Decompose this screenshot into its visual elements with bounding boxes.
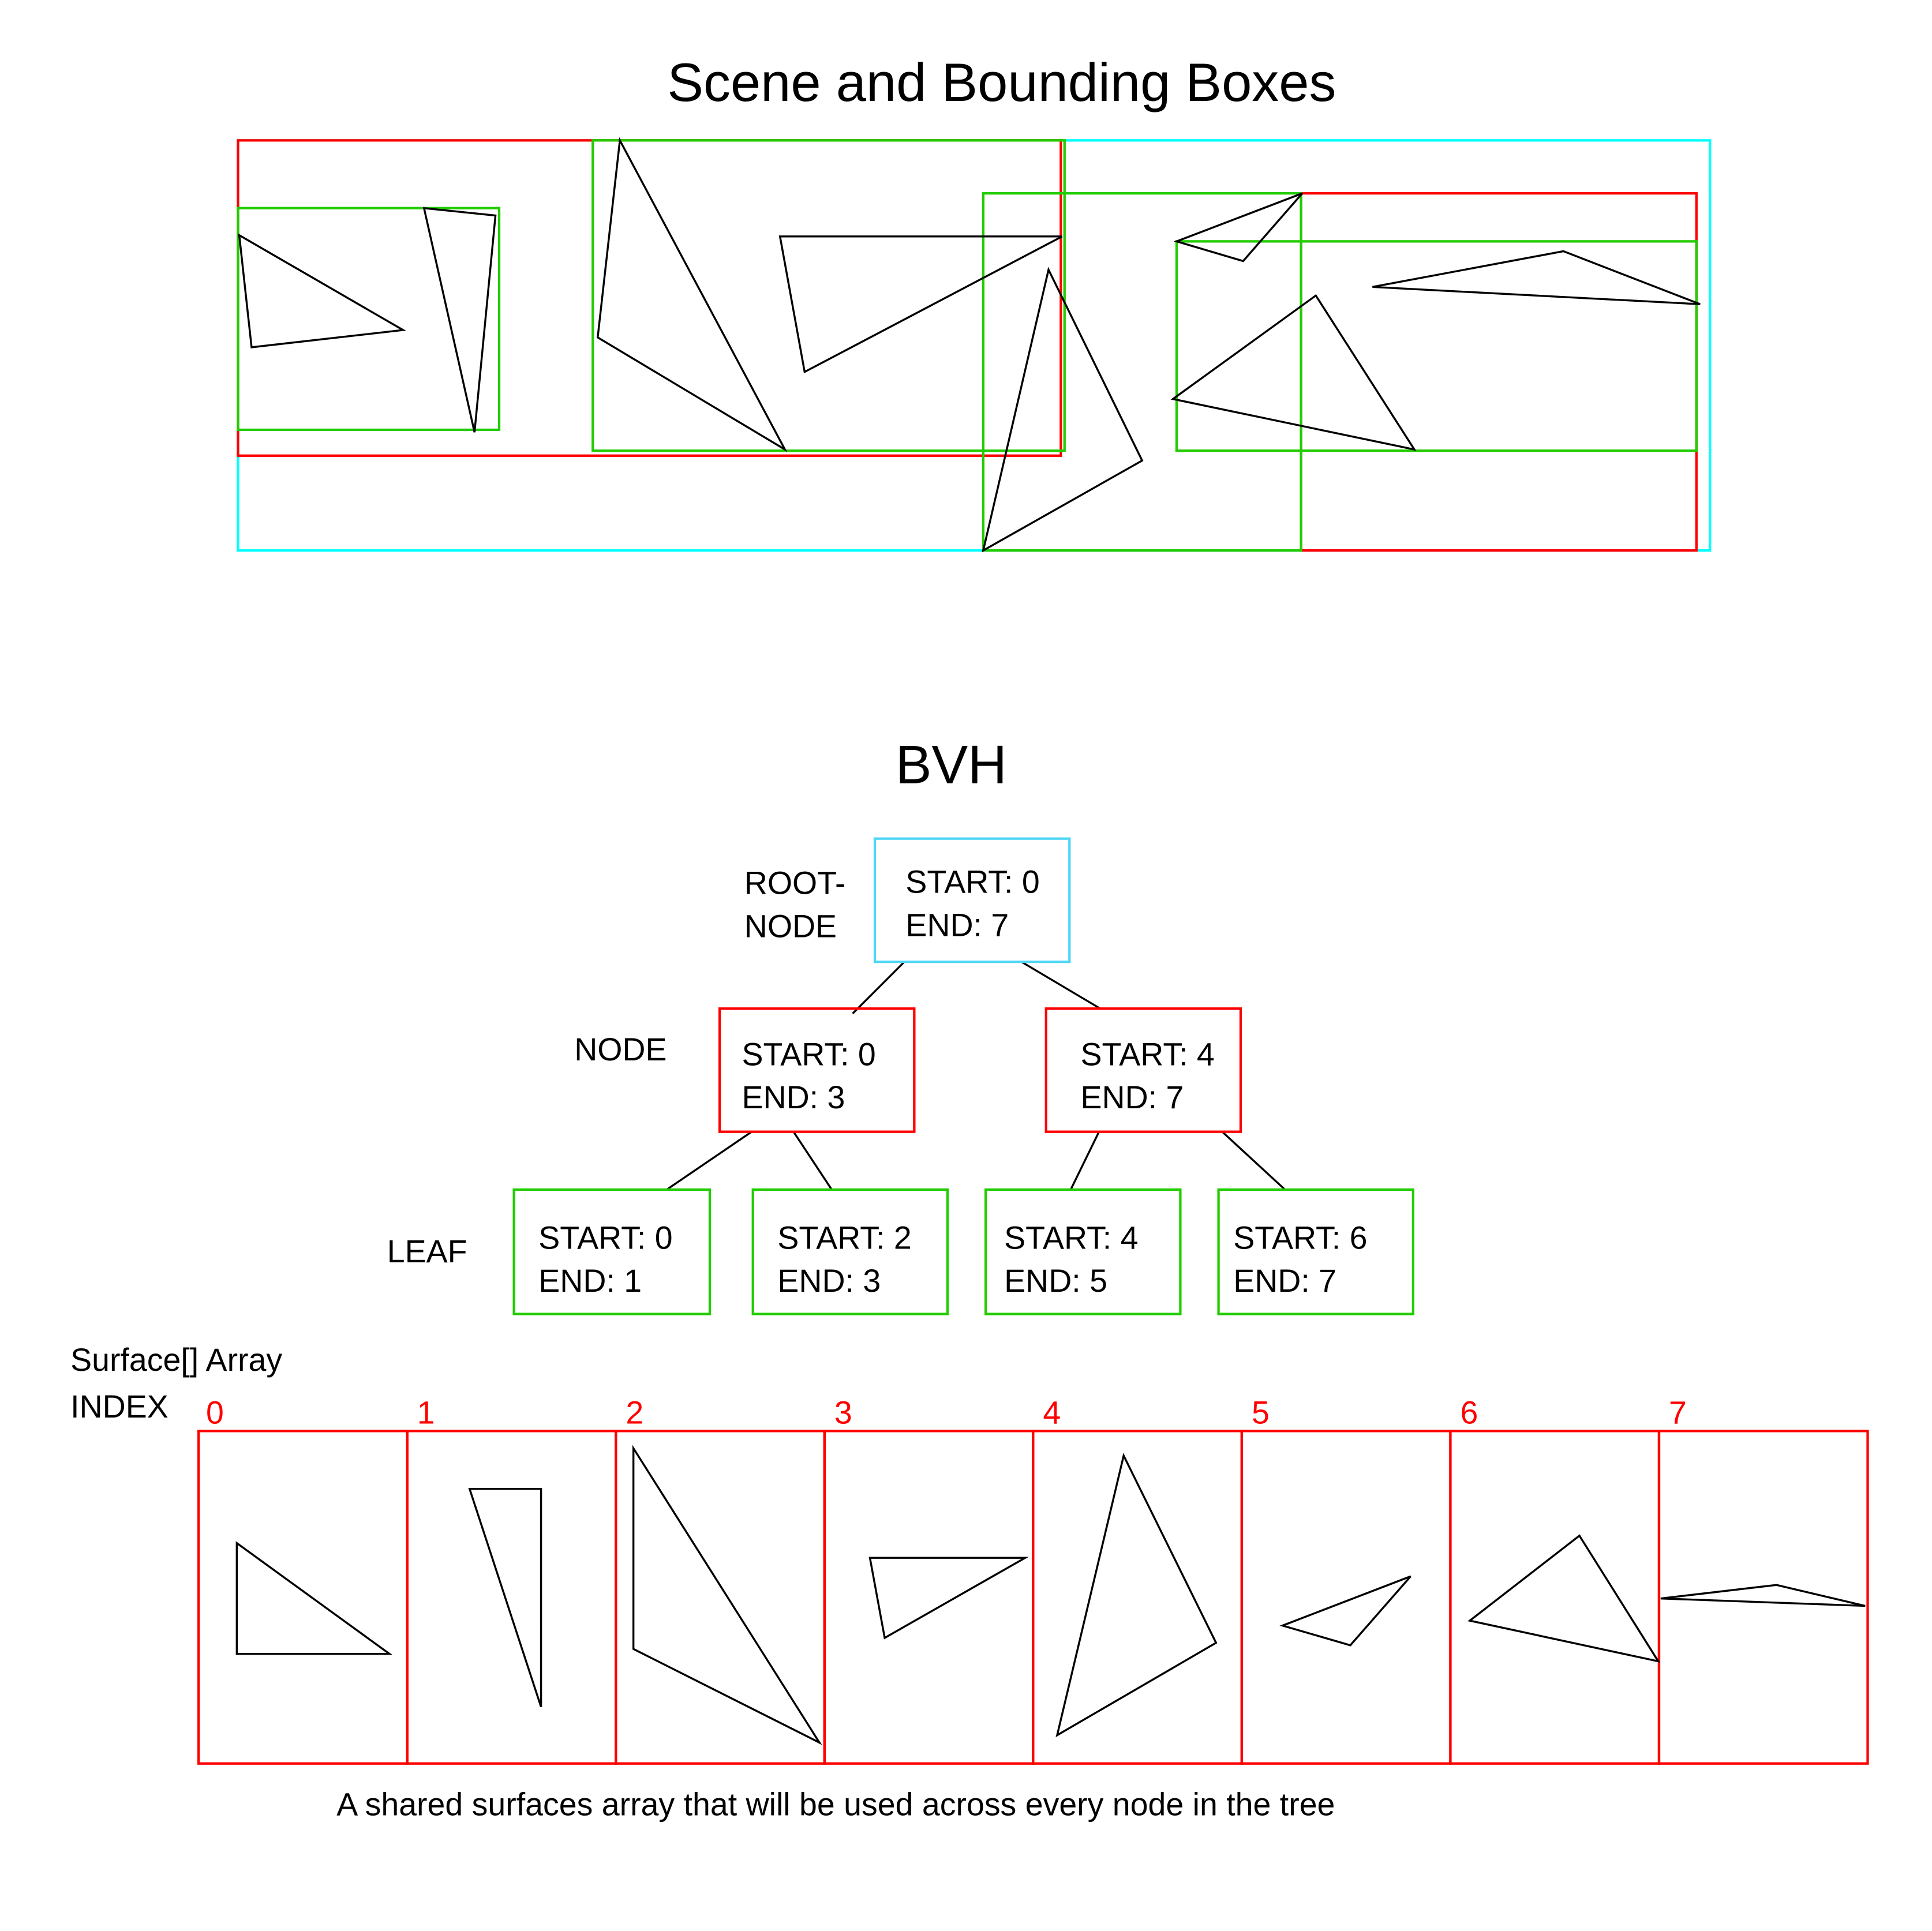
scene-triangle-0: [238, 233, 406, 348]
leaf-box-2: [984, 1188, 1182, 1315]
surface-array: 0 1 2 3 4 5 6 7: [197, 1395, 1869, 1765]
array-index-5: 5: [1252, 1395, 1270, 1431]
scene-bounding-boxes: [237, 139, 1712, 552]
edge-right-leaf3: [1221, 1131, 1286, 1191]
root-node-label-line2: NODE: [744, 908, 837, 944]
bvh-leaf-2: START: 4 END: 5: [984, 1188, 1182, 1315]
scene-triangle-5: [1173, 192, 1304, 263]
scene-node-box-left: [237, 139, 1062, 457]
bvh-node-left: START: 0 END: 3: [718, 1007, 916, 1133]
leaf-3-end: END: 7: [1233, 1263, 1336, 1299]
node-box-right: [1044, 1007, 1242, 1133]
leaf-box-3: [1217, 1188, 1414, 1315]
root-node-start: START: 0: [905, 864, 1039, 900]
array-index-2: 2: [626, 1395, 643, 1431]
edge-root-left: [852, 961, 905, 1014]
scene-leaf-box-3: [1175, 240, 1698, 452]
scene-title: Scene and Bounding Boxes: [667, 52, 1336, 113]
leaf-level-label: LEAF: [387, 1233, 467, 1269]
array-triangle-6: [1467, 1534, 1661, 1663]
array-cell-6: [1449, 1430, 1661, 1765]
array-index-1: 1: [417, 1395, 435, 1431]
index-label: INDEX: [70, 1389, 169, 1424]
scene-triangle-2: [596, 137, 788, 452]
root-node-end: END: 7: [905, 907, 1009, 943]
leaf-0-start: START: 0: [538, 1220, 672, 1255]
array-index-3: 3: [834, 1395, 852, 1431]
surface-array-caption: A shared surfaces array that will be use…: [336, 1786, 1335, 1822]
scene-triangle-7: [1372, 250, 1701, 305]
node-level-label: NODE: [574, 1032, 667, 1067]
bvh-node-right: START: 4 END: 7: [1044, 1007, 1242, 1133]
scene-root-box: [237, 139, 1712, 552]
array-cell-7: [1657, 1430, 1869, 1765]
node-left-end: END: 3: [742, 1079, 845, 1115]
leaf-box-1: [751, 1188, 949, 1315]
scene-triangle-3: [778, 235, 1063, 374]
array-triangle-5: [1279, 1575, 1411, 1647]
array-cell-0: [197, 1430, 409, 1765]
array-triangle-7: [1660, 1584, 1866, 1607]
leaf-1-start: START: 2: [777, 1220, 911, 1255]
bvh-title: BVH: [896, 734, 1007, 795]
scene-leaf-box-1: [591, 139, 1066, 452]
node-right-end: END: 7: [1081, 1079, 1184, 1115]
root-node-label-line1: ROOT-: [744, 865, 846, 901]
array-cell-4: [1032, 1430, 1244, 1765]
array-triangle-0: [235, 1541, 393, 1655]
scene-triangles: [238, 137, 1701, 553]
scene-leaf-box-0: [237, 207, 501, 432]
scene-node-box-right: [1300, 192, 1698, 552]
scene-triangle-6: [1170, 294, 1417, 451]
leaf-0-end: END: 1: [538, 1263, 642, 1299]
surface-array-label: Surface[] Array: [70, 1342, 282, 1378]
array-cell-2: [615, 1430, 826, 1765]
bvh-leaf-1: START: 2 END: 3: [751, 1188, 949, 1315]
array-index-4: 4: [1043, 1395, 1061, 1431]
tree-edges: [666, 961, 1286, 1191]
scene-triangle-4: [982, 267, 1144, 553]
leaf-1-end: END: 3: [777, 1263, 881, 1299]
edge-left-leaf1: [792, 1131, 833, 1190]
leaf-2-start: START: 4: [1004, 1220, 1138, 1255]
bvh-root-node: START: 0 END: 7: [873, 837, 1071, 963]
array-cell-1: [406, 1430, 617, 1765]
node-box-left: [718, 1007, 916, 1133]
array-cell-3: [823, 1430, 1035, 1765]
array-index-7: 7: [1669, 1395, 1687, 1431]
edge-right-leaf2: [1069, 1131, 1100, 1190]
scene-triangle-1: [422, 207, 497, 433]
leaf-box-0: [512, 1188, 712, 1315]
leaf-2-end: END: 5: [1004, 1263, 1107, 1299]
root-node-box: [873, 837, 1071, 963]
leaf-3-start: START: 6: [1233, 1220, 1367, 1255]
array-triangle-1: [468, 1487, 542, 1708]
bvh-leaf-0: START: 0 END: 1: [512, 1188, 712, 1315]
edge-root-right: [1021, 961, 1101, 1010]
array-cell-5: [1240, 1430, 1452, 1765]
node-left-start: START: 0: [742, 1036, 876, 1072]
array-index-6: 6: [1460, 1395, 1478, 1431]
array-index-0: 0: [206, 1395, 224, 1431]
array-triangle-4: [1055, 1453, 1218, 1738]
array-triangle-3: [868, 1557, 1029, 1640]
array-triangle-2: [632, 1445, 822, 1745]
edge-left-leaf0: [666, 1131, 752, 1191]
scene-leaf-box-2: [982, 192, 1302, 552]
array-triangles: [235, 1445, 1866, 1745]
node-right-start: START: 4: [1081, 1036, 1215, 1072]
bvh-leaf-3: START: 6 END: 7: [1217, 1188, 1414, 1315]
